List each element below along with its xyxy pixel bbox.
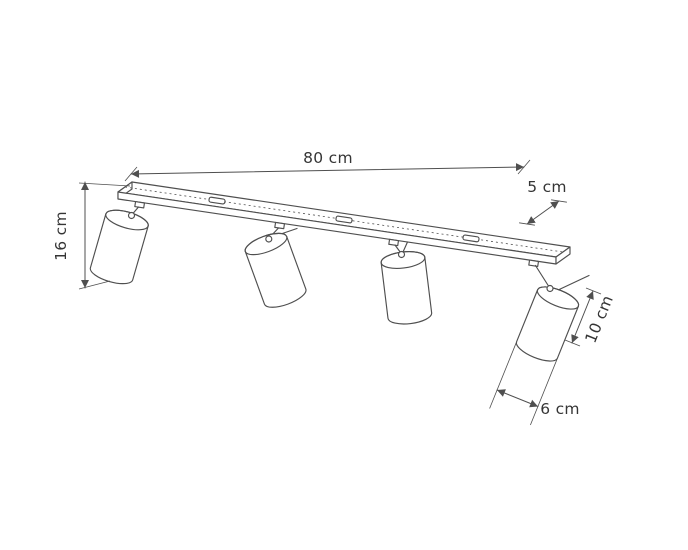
hinge-joint-2: [265, 235, 273, 243]
dimension-spot-diameter: 6 cm: [489, 341, 580, 426]
mount-slot-shape: [208, 196, 226, 205]
mounting-bar: [117, 181, 571, 265]
stem-3: [394, 244, 402, 254]
mount-nub-4: [528, 259, 540, 267]
spotlight-3: [380, 251, 433, 325]
spot-top-cap: [244, 232, 288, 256]
extension-tick: [551, 199, 567, 203]
extension-line: [530, 358, 558, 426]
spot-body: [380, 251, 433, 325]
hinge-joint-3: [397, 250, 406, 259]
extension-line: [489, 341, 517, 409]
extension-tick: [585, 287, 602, 295]
mount-nub-shape: [388, 238, 400, 247]
dimension-fixture-height: 16 cm: [52, 181, 131, 290]
adjust-pin-4: [555, 274, 590, 292]
spotlight-4: [515, 286, 580, 362]
mount-nub-shape: [134, 201, 146, 209]
spot-body: [515, 286, 580, 362]
fixture-height-label: 16 cm: [52, 211, 70, 261]
extension-tick: [517, 159, 531, 175]
spot-length-label: 10 cm: [582, 293, 617, 346]
dimension-bar-length: 80 cm: [124, 149, 531, 182]
stem-4: [534, 264, 550, 287]
hinge-joint-4: [546, 284, 554, 293]
extension-tick: [519, 222, 535, 226]
spot-top-cap: [105, 209, 149, 231]
extension-tick: [78, 182, 131, 187]
mount-slot: [335, 215, 353, 224]
spot-diameter-label: 6 cm: [540, 400, 580, 418]
extension-tick: [124, 166, 138, 182]
spotlight-2: [244, 232, 307, 308]
extension-tick: [78, 280, 111, 290]
adjust-pin-3: [402, 241, 409, 253]
extension-tick: [564, 339, 581, 347]
mount-slot: [208, 196, 226, 205]
bar-width-label: 5 cm: [527, 178, 567, 196]
mount-slot-shape: [462, 234, 480, 243]
mount-nub-3: [388, 238, 400, 247]
hinge-joint-1: [127, 211, 136, 220]
mount-slot-shape: [335, 215, 353, 224]
mount-nub-shape: [528, 259, 540, 267]
bar-right-end-face: [555, 246, 571, 265]
spotlight-hinges: [127, 211, 554, 293]
dimension-line: [571, 290, 594, 344]
spot-body: [89, 209, 149, 285]
bar-length-label: 80 cm: [303, 149, 353, 167]
mount-slot: [462, 234, 480, 243]
dimension-line: [496, 389, 539, 408]
spotlight-mounts: [131, 201, 590, 292]
mount-nub-2: [274, 221, 286, 230]
dimension-line: [130, 163, 525, 178]
mount-nub-shape: [274, 221, 286, 230]
bar-front-face: [117, 191, 557, 265]
dimension-line: [526, 200, 560, 225]
spotlight-1: [89, 209, 149, 285]
dimension-bar-width: 5 cm: [519, 178, 567, 226]
mount-nub-1: [134, 201, 146, 209]
